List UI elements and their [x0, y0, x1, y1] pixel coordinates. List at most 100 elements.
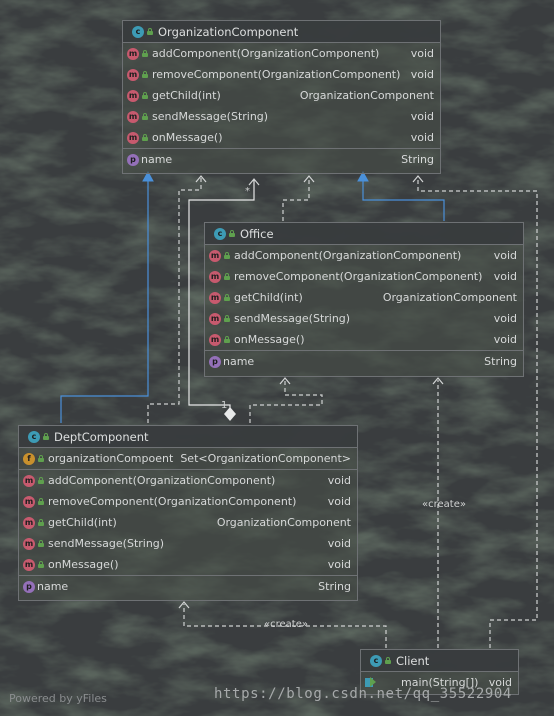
class-title: Office [240, 226, 274, 241]
edge-label-create-office: «create» [422, 499, 466, 510]
method-row[interactable]: m onMessage() void [123, 127, 440, 148]
field-icon: f [23, 452, 35, 465]
method-name: getChild(int) [234, 291, 303, 304]
class-client[interactable]: c Client main(String[])void [360, 649, 519, 695]
create-arrowhead-office [432, 377, 444, 385]
method-icon: m [209, 291, 221, 304]
method-name: removeComponent(OrganizationComponent) [152, 68, 401, 81]
method-type: void [488, 676, 512, 689]
method-name: sendMessage(String) [48, 537, 165, 550]
class-header: c Office [205, 223, 523, 245]
dependency-arrowhead-client-org [412, 175, 424, 183]
lock-icon [224, 315, 230, 322]
method-type: void [493, 270, 517, 283]
lock-icon [38, 455, 44, 462]
lock-icon [385, 657, 391, 664]
aggregation-diamond [224, 407, 236, 421]
method-icon: m [209, 249, 221, 262]
method-name: removeComponent(OrganizationComponent) [234, 270, 483, 283]
lock-icon [224, 336, 230, 343]
method-icon: m [23, 516, 35, 529]
lock-icon [142, 134, 148, 141]
method-name: onMessage() [152, 131, 223, 144]
csdn-watermark: https://blog.csdn.net/qq_35522904 [214, 686, 512, 702]
property-icon: p [209, 355, 221, 368]
class-title: DeptComponent [54, 429, 149, 444]
lock-icon [43, 433, 49, 440]
field-type: Set<OrganizationComponent> [180, 452, 351, 465]
realization-edge-office [362, 180, 445, 221]
property-name: name [37, 580, 69, 593]
class-icon: c [132, 25, 144, 38]
property-type: String [484, 355, 517, 368]
method-type: void [327, 558, 351, 571]
method-type: OrganizationComponent [216, 516, 351, 529]
class-icon: c [214, 227, 226, 240]
dependency-arrowhead-office-org [303, 175, 315, 183]
class-title: OrganizationComponent [158, 24, 299, 39]
class-icon: c [370, 654, 382, 667]
property-icon: p [127, 153, 139, 166]
method-type: void [410, 131, 434, 144]
field-row[interactable]: f organizationCompoent Set<OrganizationCom… [19, 448, 357, 469]
lock-icon [38, 540, 44, 547]
dependency-edge-dept-office [249, 380, 323, 423]
lock-icon [142, 92, 148, 99]
method-type: void [493, 249, 517, 262]
method-type: void [410, 110, 434, 123]
method-icon: m [127, 131, 139, 144]
method-row[interactable]: main(String[])void [361, 672, 518, 693]
lock-icon [38, 477, 44, 484]
edge-label-create-dept: «create» [264, 619, 308, 630]
class-office[interactable]: c Office m addComponent(OrganizationCompo… [204, 222, 524, 377]
method-type: void [410, 68, 434, 81]
lock-icon [38, 519, 44, 526]
lock-icon [142, 113, 148, 120]
lock-icon [224, 294, 230, 301]
main-method-icon [365, 677, 377, 688]
lock-icon [142, 50, 148, 57]
method-name: addComponent(OrganizationComponent) [234, 249, 462, 262]
field-name: organizationCompoent [48, 452, 174, 465]
lock-icon [229, 230, 235, 237]
method-row[interactable]: m getChild(int) OrganizationComponent [123, 85, 440, 106]
method-name: onMessage() [234, 333, 305, 346]
method-name: getChild(int) [152, 89, 221, 102]
method-icon: m [127, 68, 139, 81]
method-type: OrganizationComponent [299, 89, 434, 102]
method-row[interactable]: m addComponent(OrganizationComponent) void [205, 245, 523, 266]
method-name: sendMessage(String) [234, 312, 351, 325]
lock-icon [224, 273, 230, 280]
property-name: name [223, 355, 255, 368]
method-icon: m [127, 89, 139, 102]
edge-label-many: * [245, 186, 250, 197]
method-type: void [327, 495, 351, 508]
class-header: c OrganizationComponent [123, 21, 440, 43]
method-type: void [327, 474, 351, 487]
dependency-edge-office-org [282, 178, 310, 221]
realization-arrowhead-dept [142, 170, 154, 182]
edge-label-one: 1 [221, 400, 228, 411]
realization-arrowhead-office [357, 170, 369, 182]
class-header: c Client [361, 650, 518, 672]
method-row[interactable]: m removeComponent(OrganizationComponent) v… [123, 64, 440, 85]
method-icon: m [23, 537, 35, 550]
method-type: void [410, 47, 434, 60]
